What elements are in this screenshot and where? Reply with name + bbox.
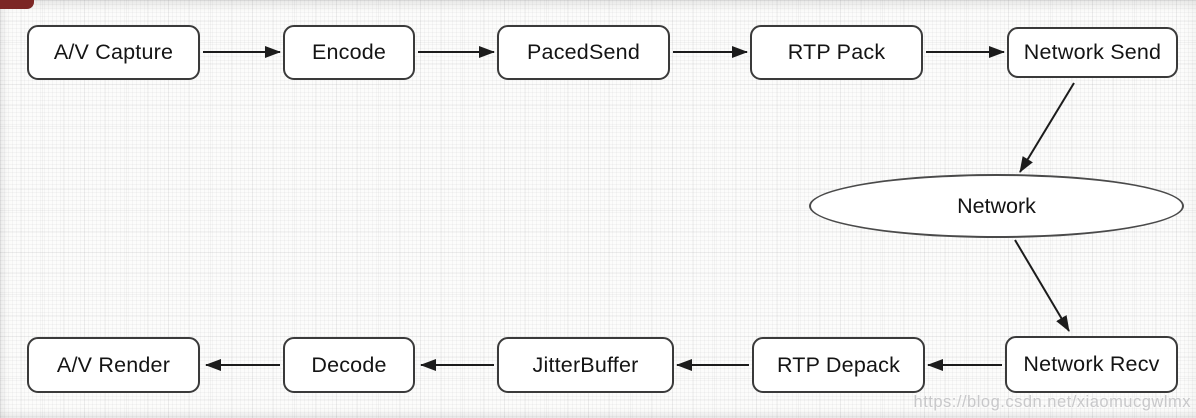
node-av-render-label: A/V Render bbox=[56, 352, 171, 377]
node-network-recv: Network Recv bbox=[1005, 336, 1178, 393]
node-encode: Encode bbox=[283, 25, 415, 80]
node-network-ellipse: Network bbox=[809, 174, 1184, 238]
node-pacedsend: PacedSend bbox=[497, 25, 670, 80]
corner-red-mark bbox=[0, 0, 34, 9]
arrow-network-to-networkrecv bbox=[1014, 239, 1070, 332]
node-rtp-depack: RTP Depack bbox=[752, 337, 925, 393]
node-av-capture-label: A/V Capture bbox=[53, 40, 174, 64]
node-network-send-label: Network Send bbox=[1023, 40, 1162, 64]
node-decode: Decode bbox=[283, 337, 415, 393]
node-rtp-pack: RTP Pack bbox=[750, 25, 923, 80]
node-rtp-pack-label: RTP Pack bbox=[787, 40, 886, 64]
node-decode-label: Decode bbox=[311, 352, 387, 377]
node-av-render: A/V Render bbox=[27, 337, 200, 393]
csdn-watermark: https://blog.csdn.net/xiaomucgwlmx bbox=[913, 393, 1191, 411]
node-encode-label: Encode bbox=[311, 40, 387, 64]
node-jitterbuffer-label: JitterBuffer bbox=[532, 352, 639, 377]
arrow-networksend-to-network bbox=[1019, 82, 1075, 173]
node-network-recv-label: Network Recv bbox=[1023, 352, 1160, 376]
node-network-label: Network bbox=[957, 193, 1036, 218]
node-network-send: Network Send bbox=[1007, 27, 1178, 78]
node-jitterbuffer: JitterBuffer bbox=[497, 337, 674, 393]
node-av-capture: A/V Capture bbox=[27, 25, 200, 80]
node-rtp-depack-label: RTP Depack bbox=[776, 352, 901, 377]
node-pacedsend-label: PacedSend bbox=[527, 40, 640, 64]
